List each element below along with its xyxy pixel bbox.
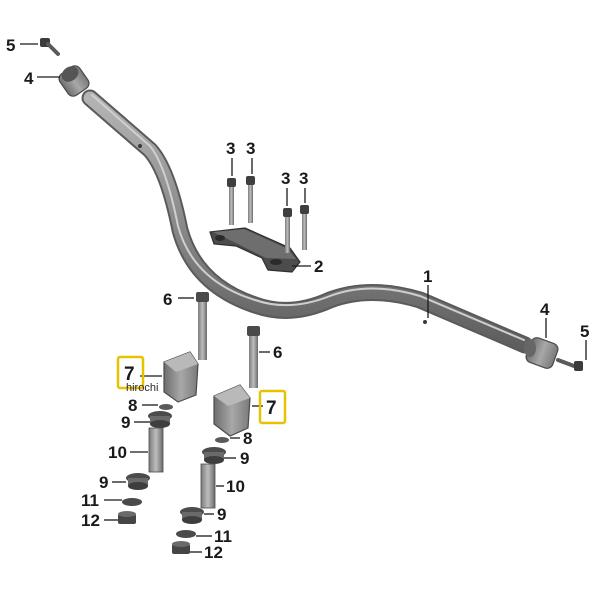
bar-end-weight-right [524,337,559,369]
callout-2: 2 [314,257,323,276]
callout-4-left: 4 [24,69,34,88]
callout-8-left: 8 [128,396,137,415]
callout-9-left-bottom: 9 [99,473,108,492]
washer-right-bottom [176,530,196,538]
callout-1: 1 [423,267,432,286]
callout-5-right: 5 [580,322,589,341]
callout-9-right-top: 9 [240,449,249,468]
callout-3-d: 3 [299,169,308,188]
riser-block-right [213,384,251,437]
bushing-left-top [148,411,172,428]
nut-left [118,511,136,524]
clamp-bolt-a [227,178,236,225]
bar-end-weight-left [58,65,90,97]
sleeve-right [200,463,216,509]
callout-11-right: 11 [214,527,232,546]
callout-7-right: 7 [266,398,277,419]
riser-block-left [163,351,199,403]
callout-5-left: 5 [6,36,15,55]
highlight-box-left [116,355,145,390]
highlight-box-right [258,389,287,425]
callout-8-right: 8 [243,429,252,448]
clamp-bolt-b [246,176,255,223]
bushing-right-bottom [180,507,204,524]
bushing-right-top [202,447,226,464]
callout-7-left: 7 [124,364,135,385]
bushing-left-bottom [126,473,150,490]
callout-10-left: 10 [108,443,127,462]
callout-9-left-top: 9 [121,413,130,432]
clamp-bolt-c [283,208,292,253]
washer-left-bottom [122,498,142,506]
nut-right [172,541,190,554]
callout-4-right: 4 [540,300,550,319]
clamp-bolt-d [300,205,309,250]
riser-bolt-left [196,292,209,360]
callout-3-c: 3 [281,169,290,188]
callout-9-right-bottom: 9 [217,505,226,524]
bar-end-screw-right [556,358,583,371]
callout-11-left: 11 [81,491,99,510]
riser-bolt-right [247,326,260,388]
bar-end-screw-left [40,38,60,56]
washer-right [215,437,229,443]
top-clamp [209,227,301,273]
callout-12-left: 12 [81,511,100,530]
washer-left [159,404,173,410]
watermark-text: hirochi [126,382,158,394]
callout-12-right: 12 [204,543,223,562]
callout-3-b: 3 [246,139,255,158]
callout-3-a: 3 [226,139,235,158]
callout-6-right: 6 [273,343,282,362]
sleeve-left [148,427,164,473]
callout-labels: 5 4 3 3 3 3 2 1 4 5 6 6 7 7 8 8 9 9 10 1… [6,36,589,562]
callout-6-left: 6 [163,290,172,309]
callout-10-right: 10 [226,477,245,496]
handlebar [81,89,534,354]
